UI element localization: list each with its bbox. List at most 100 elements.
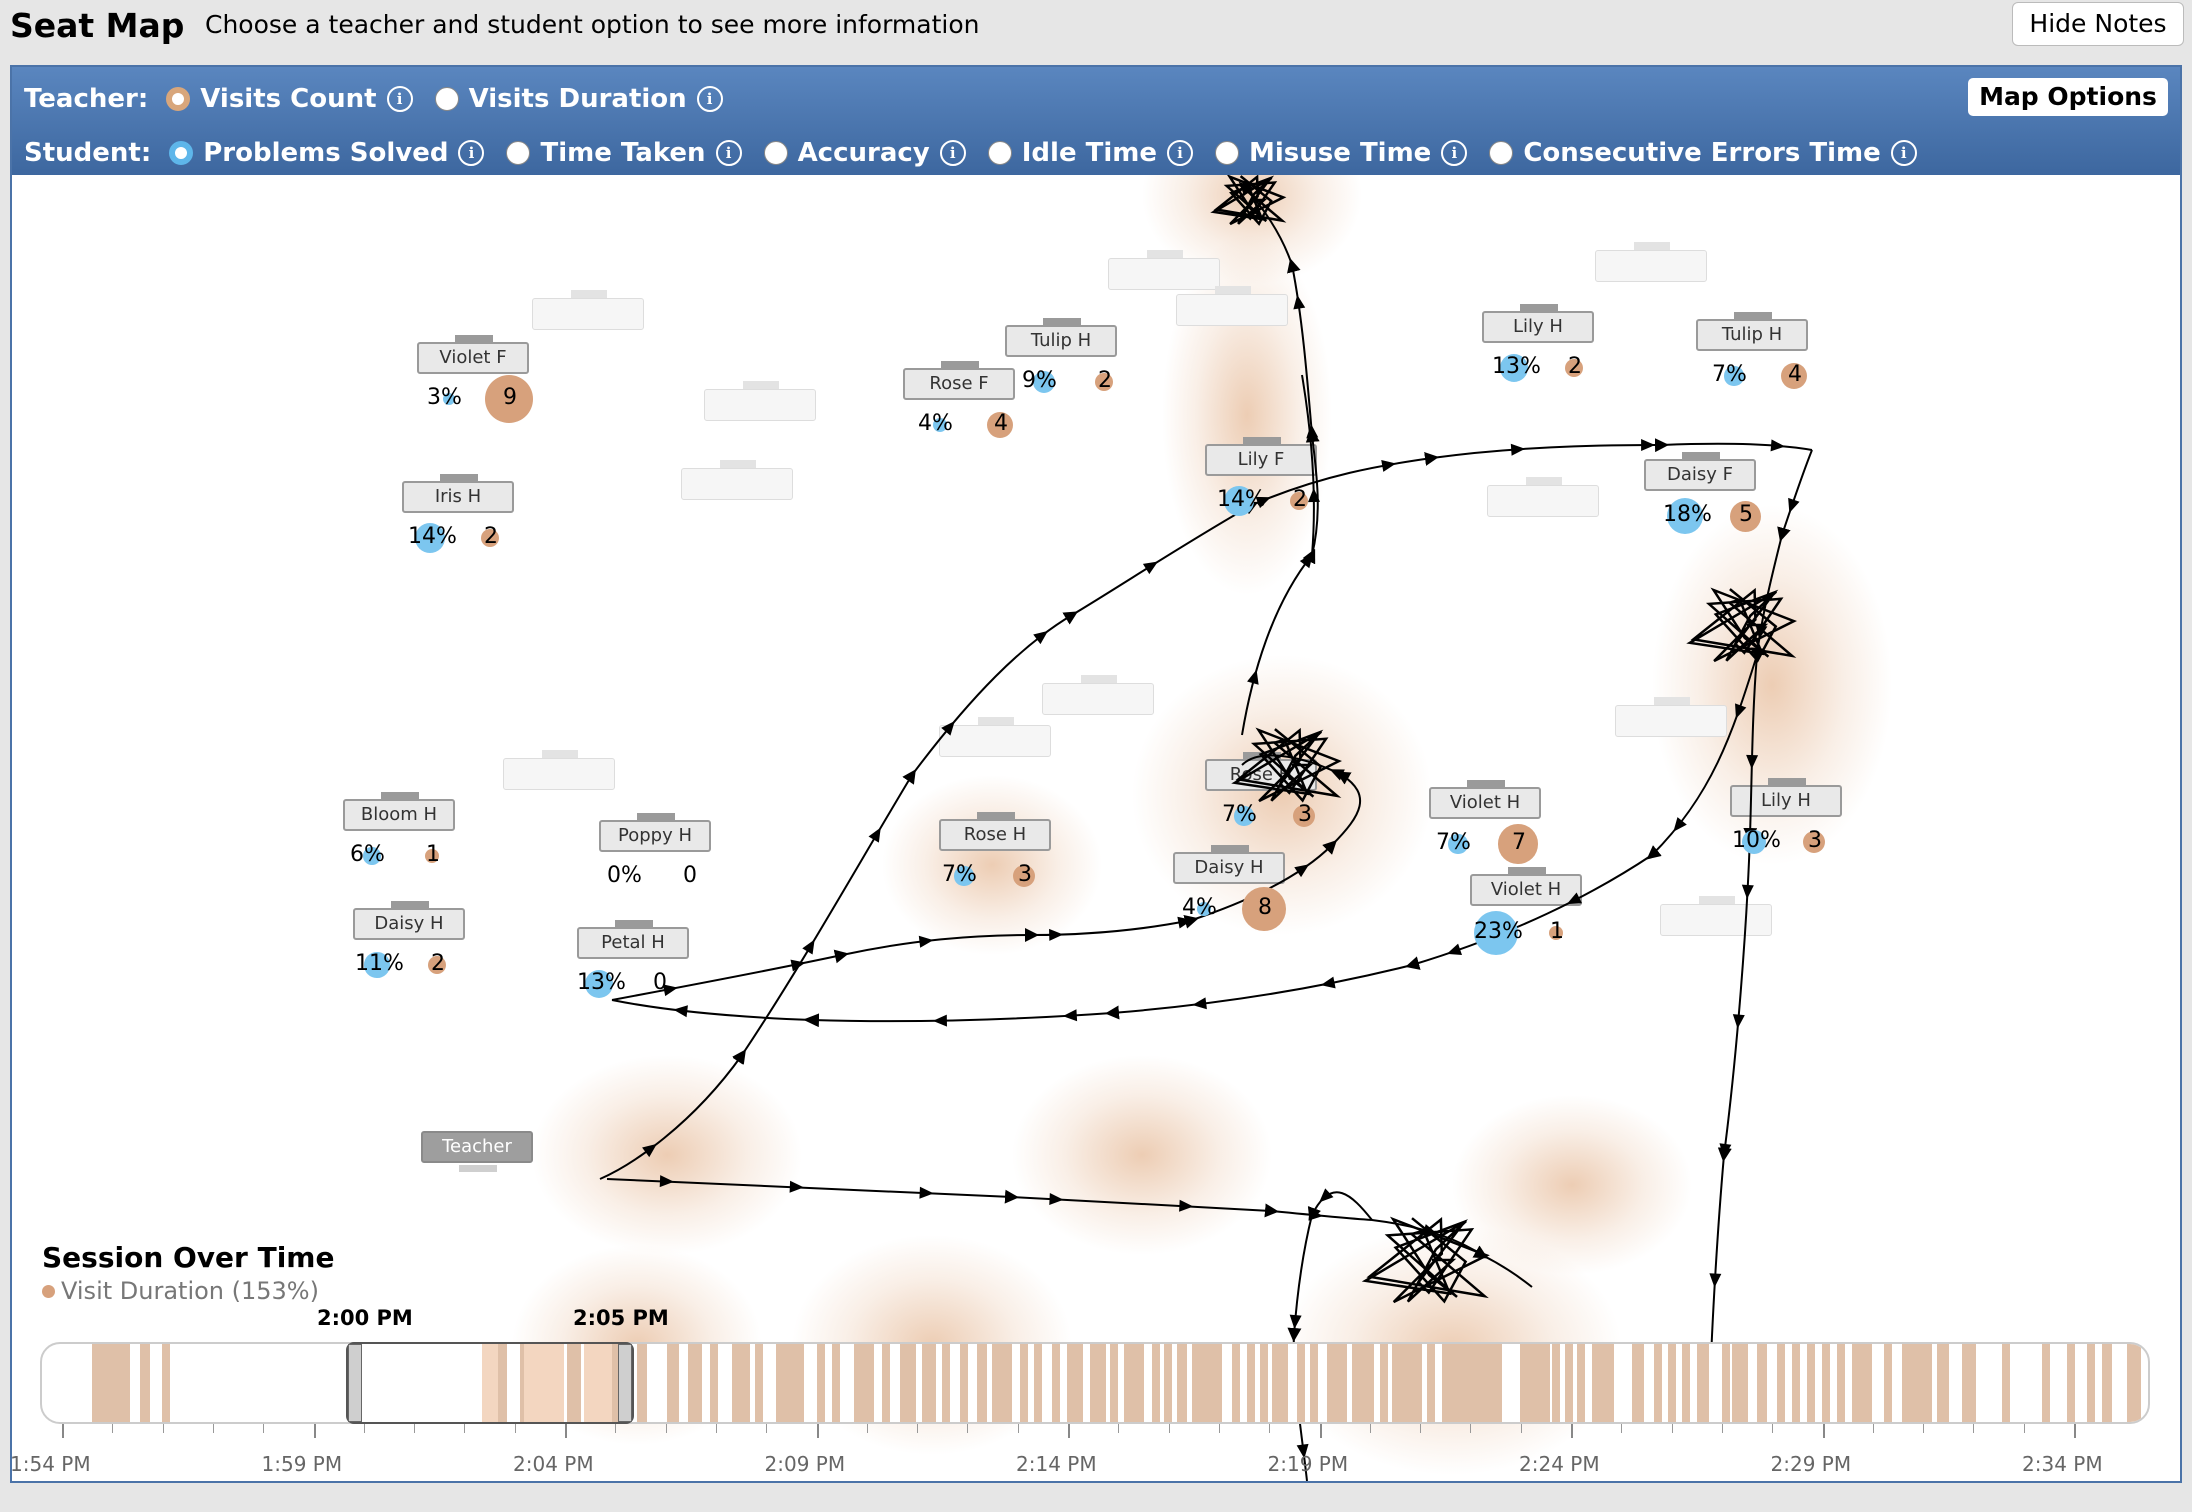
path-arrow-icon (1566, 892, 1583, 905)
visit-duration-band (1427, 1344, 1435, 1422)
info-icon[interactable]: i (939, 140, 966, 166)
problems-solved-percent: 18% (1663, 502, 1712, 527)
visit-duration-band (1310, 1344, 1318, 1422)
consecutive-errors-time-label[interactable]: Consecutive Errors Time (1523, 138, 1881, 168)
student-option-consecutive-errors-time[interactable]: Consecutive Errors Time i (1489, 138, 1917, 168)
seat-desk[interactable]: Iris H (402, 474, 514, 513)
path-arrow-icon (1788, 497, 1800, 514)
info-icon[interactable]: i (715, 140, 742, 166)
time-taken-label[interactable]: Time Taken (540, 138, 706, 168)
problems-solved-percent: 13% (577, 970, 626, 995)
teacher-option-visits-duration[interactable]: Visits Duration i (434, 84, 723, 114)
info-icon[interactable]: i (458, 140, 485, 166)
path-arrow-icon (1299, 553, 1314, 569)
visits-count-value: 4 (994, 411, 1008, 436)
student-option-accuracy[interactable]: Accuracy i (763, 138, 966, 168)
path-segment (1241, 184, 1320, 736)
path-arrow-icon (1320, 976, 1336, 989)
info-icon[interactable]: i (1167, 140, 1194, 166)
visit-duration-band (1152, 1344, 1160, 1422)
path-arrow-icon (1746, 754, 1759, 770)
time-taken-radio[interactable] (506, 141, 531, 165)
visit-duration-band (1110, 1344, 1118, 1422)
visit-duration-band (732, 1344, 750, 1422)
visit-duration-band (960, 1344, 968, 1422)
visits-duration-radio[interactable] (434, 87, 459, 111)
tick-minor (263, 1424, 265, 1433)
seat-stat: 14%2 (408, 522, 500, 554)
student-option-problems-solved[interactable]: Problems Solved i (169, 138, 485, 168)
consecutive-errors-time-radio[interactable] (1489, 141, 1514, 165)
visit-duration-band (1884, 1344, 1892, 1422)
timeline-handle-right[interactable] (618, 1344, 632, 1422)
accuracy-radio[interactable] (763, 141, 788, 165)
timeline-handle-left[interactable] (348, 1344, 362, 1422)
visit-duration-band (2067, 1344, 2075, 1422)
empty-desk (503, 750, 615, 790)
seat-desk[interactable]: Petal H (577, 920, 689, 959)
problems-solved-bubble (1742, 830, 1766, 854)
seat-desk[interactable]: Poppy H (599, 813, 711, 852)
tick-minor (464, 1424, 466, 1433)
problems-solved-label[interactable]: Problems Solved (203, 138, 449, 168)
session-timeline[interactable] (40, 1342, 2150, 1424)
seat-desk[interactable]: Daisy H (353, 901, 465, 940)
seat-desk[interactable]: Tulip H (1005, 318, 1117, 357)
visits-count-value: 2 (1098, 368, 1112, 393)
visits-count-label[interactable]: Visits Count (200, 84, 377, 114)
visit-duration-band (1632, 1344, 1644, 1422)
tick-minor (1218, 1424, 1220, 1433)
teacher-desk[interactable]: Teacher (421, 1131, 533, 1172)
misuse-time-label[interactable]: Misuse Time (1249, 138, 1432, 168)
path-arrow-icon (1770, 439, 1786, 452)
selection-start-label: 2:00 PM (317, 1306, 413, 1330)
map-options-button[interactable]: Map Options (1968, 78, 2168, 116)
visit-duration-band (1822, 1344, 1830, 1422)
problems-solved-radio[interactable] (169, 141, 194, 165)
problems-solved-bubble (1234, 806, 1254, 826)
tick-minor (866, 1424, 868, 1433)
seat-desk[interactable]: Lily H (1482, 304, 1594, 343)
path-arrow-icon (802, 939, 815, 955)
visit-duration-band (637, 1344, 647, 1422)
visit-duration-band (1352, 1344, 1374, 1422)
problems-solved-percent: 4% (1182, 895, 1217, 920)
student-option-idle-time[interactable]: Idle Time i (987, 138, 1194, 168)
info-icon[interactable]: i (696, 86, 723, 112)
student-option-time-taken[interactable]: Time Taken i (506, 138, 742, 168)
header-bar: Seat Map Choose a teacher and student op… (0, 0, 2192, 64)
info-icon[interactable]: i (1890, 140, 1917, 166)
misuse-time-radio[interactable] (1215, 141, 1240, 165)
idle-time-radio[interactable] (987, 141, 1012, 165)
tick-minor (363, 1424, 365, 1433)
path-segment (1709, 449, 1813, 1386)
visits-count-radio[interactable] (166, 87, 191, 111)
teacher-option-visits-count[interactable]: Visits Count i (166, 84, 413, 114)
path-arrow-icon (662, 984, 678, 997)
info-icon[interactable]: i (386, 86, 413, 112)
path-arrow-icon (1177, 916, 1193, 929)
session-title: Session Over Time (42, 1241, 335, 1274)
visit-duration-band (482, 1344, 498, 1422)
student-option-misuse-time[interactable]: Misuse Time i (1215, 138, 1468, 168)
seat-desk[interactable]: Rose F (903, 361, 1015, 400)
timeline-selection-window[interactable] (346, 1342, 634, 1424)
seat-stat: 7%3 (1222, 802, 1316, 828)
accuracy-label[interactable]: Accuracy (797, 138, 930, 168)
seat-desk[interactable]: Tulip H (1696, 312, 1808, 351)
visit-duration-band (1837, 1344, 1845, 1422)
visits-count-value: 9 (503, 385, 517, 410)
path-arrow-icon (932, 1014, 947, 1027)
problems-solved-bubble (1724, 366, 1744, 386)
visit-heat (532, 1055, 802, 1255)
seat-desk[interactable]: Bloom H (343, 792, 455, 831)
seat-desk[interactable]: Violet F (417, 335, 529, 374)
visits-duration-label[interactable]: Visits Duration (468, 84, 687, 114)
hide-notes-button[interactable]: Hide Notes (2012, 2, 2184, 46)
idle-time-label[interactable]: Idle Time (1021, 138, 1158, 168)
visit-duration-band (1807, 1344, 1815, 1422)
visit-duration-band (1232, 1344, 1240, 1422)
info-icon[interactable]: i (1441, 140, 1468, 166)
path-arrow-icon (790, 959, 806, 972)
visit-duration-band (1124, 1344, 1144, 1422)
